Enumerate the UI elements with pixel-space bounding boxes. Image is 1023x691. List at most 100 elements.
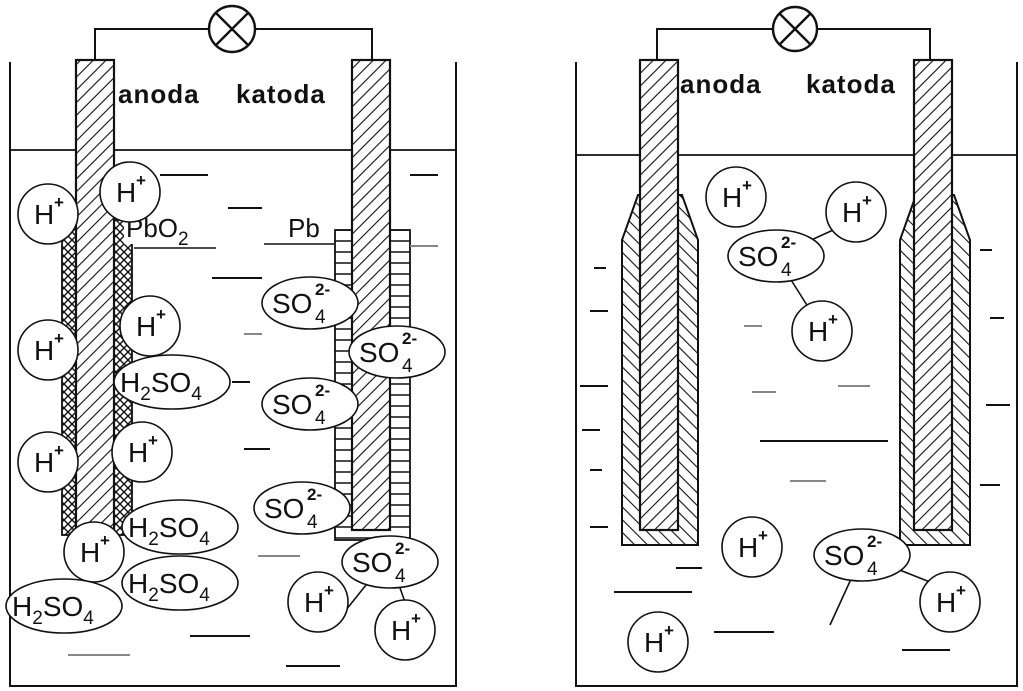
svg-text:H2SO4: H2SO4	[12, 591, 94, 629]
cathode-plate	[350, 58, 392, 532]
svg-text:SO: SO	[272, 389, 312, 420]
vessel	[575, 62, 1018, 687]
cathode-label: katoda	[806, 69, 896, 99]
sulfuric-acid-molecule: H2SO4	[121, 555, 239, 611]
lamp-icon	[771, 5, 819, 53]
svg-text:H: H	[128, 437, 148, 468]
anode-plate	[74, 58, 116, 537]
svg-text:4: 4	[781, 260, 792, 281]
svg-text:+: +	[956, 581, 966, 600]
hydrogen-ion: H+	[17, 183, 79, 245]
svg-text:+: +	[136, 171, 146, 190]
hydrogen-ion: H+	[63, 521, 125, 583]
svg-text:+: +	[664, 621, 674, 640]
svg-text:+: +	[862, 191, 872, 210]
cathode-coating-label: Pb	[288, 213, 320, 243]
svg-text:H: H	[136, 311, 156, 342]
svg-text:SO: SO	[359, 337, 399, 368]
svg-text:4: 4	[315, 408, 326, 429]
wire	[94, 28, 373, 62]
svg-text:+: +	[54, 193, 64, 212]
hydrogen-ion: H+	[287, 571, 349, 633]
electrolyte-dashes	[580, 249, 1010, 651]
svg-text:H2SO4: H2SO4	[128, 568, 210, 606]
sulfuric-acid-molecule: H2SO4	[5, 578, 123, 634]
svg-text:2-: 2-	[867, 532, 882, 551]
hydrogen-ion: H+	[111, 421, 173, 483]
hydrogen-ion: H+	[17, 431, 79, 493]
cathode-label: katoda	[236, 79, 326, 109]
svg-text:H: H	[738, 532, 758, 563]
electrolyte-dashes	[68, 174, 438, 667]
svg-text:+: +	[148, 431, 158, 450]
svg-text:4: 4	[315, 307, 326, 328]
svg-text:H: H	[842, 197, 862, 228]
svg-text:H: H	[116, 177, 136, 208]
anode-label: anoda	[680, 69, 762, 99]
hydrogen-ion: H+	[705, 166, 767, 228]
svg-text:H: H	[391, 615, 411, 646]
sulfuric-acid-molecule: H2SO4	[121, 499, 239, 555]
vessel	[9, 62, 457, 687]
hydrogen-ion: H+	[721, 516, 783, 578]
svg-text:+: +	[411, 609, 421, 628]
svg-text:SO: SO	[264, 493, 304, 524]
cell-right: anoda katoda	[575, 5, 1018, 687]
svg-text:SO: SO	[738, 241, 778, 272]
svg-text:2-: 2-	[315, 280, 330, 299]
anode-plate	[638, 58, 680, 532]
svg-text:2-: 2-	[395, 539, 410, 558]
svg-text:2-: 2-	[781, 233, 796, 252]
svg-text:SO: SO	[352, 547, 392, 578]
svg-text:+: +	[54, 441, 64, 460]
svg-text:H: H	[722, 182, 742, 213]
hydrogen-ion: H+	[627, 611, 689, 673]
cathode-plate	[912, 58, 954, 532]
svg-text:H: H	[644, 627, 664, 658]
hydrogen-ion: H+	[17, 319, 79, 381]
svg-text:H2SO4: H2SO4	[128, 512, 210, 550]
svg-text:2-: 2-	[402, 329, 417, 348]
svg-text:4: 4	[395, 566, 406, 587]
svg-text:H: H	[34, 335, 54, 366]
hydrogen-ion: H+	[919, 571, 981, 633]
hydrogen-ion: H+	[119, 295, 181, 357]
hydrogen-ion: H+	[99, 161, 161, 223]
svg-text:H: H	[936, 587, 956, 618]
svg-text:H: H	[304, 587, 324, 618]
svg-text:2-: 2-	[315, 381, 330, 400]
svg-text:+: +	[156, 305, 166, 324]
svg-text:+: +	[54, 329, 64, 348]
svg-text:4: 4	[402, 356, 413, 377]
wire	[656, 28, 931, 62]
svg-text:SO: SO	[272, 288, 312, 319]
svg-text:SO: SO	[824, 540, 864, 571]
hydrogen-ion: H+	[374, 599, 436, 661]
svg-text:+: +	[758, 526, 768, 545]
lamp-icon	[207, 4, 257, 54]
svg-text:+: +	[100, 531, 110, 550]
svg-text:+: +	[828, 310, 838, 329]
svg-text:4: 4	[867, 559, 878, 580]
svg-text:4: 4	[307, 512, 318, 533]
svg-text:H: H	[34, 447, 54, 478]
sulfuric-acid-molecule: H2SO4	[113, 354, 231, 410]
svg-text:H: H	[80, 537, 100, 568]
anode-label: anoda	[118, 79, 200, 109]
svg-text:H: H	[808, 316, 828, 347]
svg-text:H2SO4: H2SO4	[120, 367, 202, 405]
svg-text:H: H	[34, 199, 54, 230]
svg-text:2-: 2-	[307, 485, 322, 504]
hydrogen-ion: H+	[825, 181, 887, 243]
svg-text:+: +	[742, 176, 752, 195]
hydrogen-ion: H+	[791, 300, 853, 362]
